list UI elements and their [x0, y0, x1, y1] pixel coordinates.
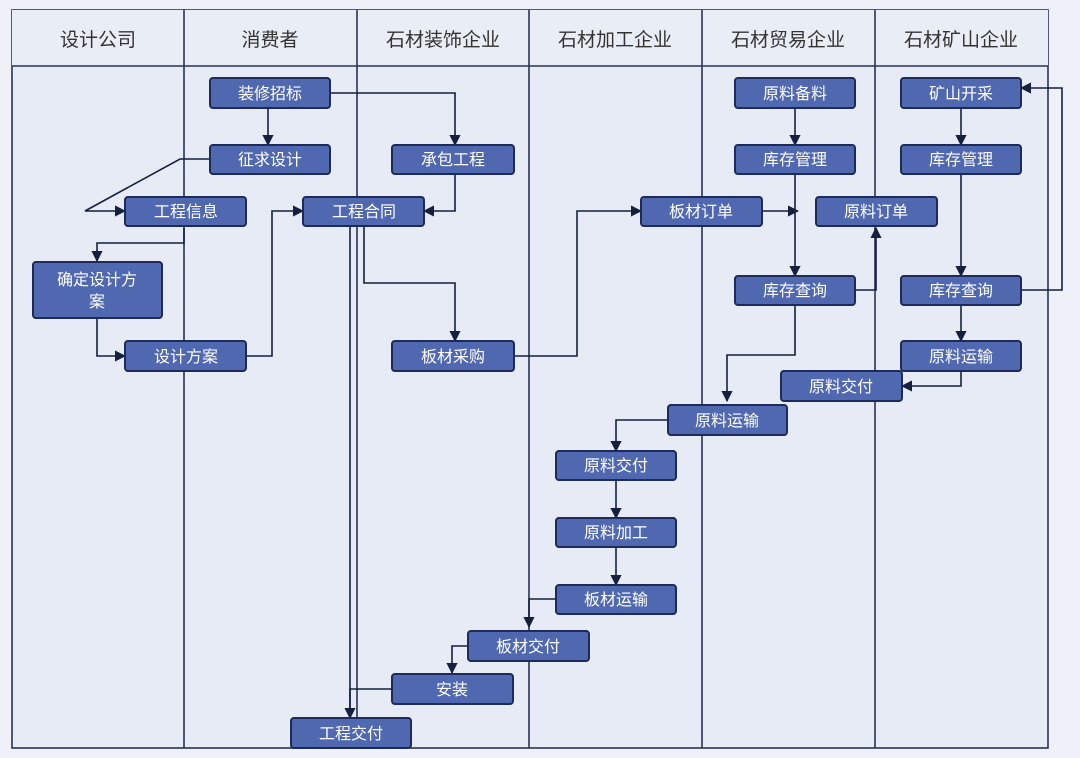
edge — [446, 645, 468, 675]
node-label: 库存管理 — [929, 150, 993, 169]
lane-title-trade: 石材贸易企业 — [731, 29, 845, 51]
node-contract[interactable]: 工程合同 — [302, 196, 425, 227]
node-raw-ship-trade[interactable]: 原料运输 — [667, 404, 788, 436]
node-label: 承包工程 — [421, 150, 485, 169]
node-label: 工程合同 — [332, 202, 396, 221]
lane-title-mine: 石材矿山企业 — [904, 29, 1018, 51]
node-label: 原料加工 — [584, 523, 648, 542]
edge — [523, 598, 556, 629]
node-label: 库存查询 — [763, 281, 827, 300]
edge — [91, 228, 185, 263]
node-label: 原料交付 — [809, 377, 873, 396]
node-label: 板材运输 — [584, 590, 648, 609]
lane-title-design: 设计公司 — [60, 29, 136, 51]
edge — [422, 174, 456, 217]
node-inv-query-trade[interactable]: 库存查询 — [734, 275, 856, 306]
node-label: 原料运输 — [929, 347, 993, 366]
node-label: 安装 — [436, 680, 468, 699]
node-slab-ship[interactable]: 板材运输 — [555, 584, 677, 615]
node-label: 板材订单 — [669, 202, 733, 221]
node-inv-query-mine[interactable]: 库存查询 — [900, 275, 1022, 306]
node-label: 原料交付 — [584, 456, 648, 475]
edge — [721, 305, 796, 403]
node-label: 板材交付 — [496, 637, 560, 656]
node-info[interactable]: 工程信息 — [124, 196, 247, 227]
node-bid[interactable]: 装修招标 — [209, 77, 331, 109]
edge — [246, 205, 305, 357]
node-label: 库存查询 — [929, 281, 993, 300]
node-label: 原料运输 — [695, 411, 759, 430]
node-raw-deliver-trade[interactable]: 原料交付 — [780, 370, 903, 402]
edge — [84, 158, 210, 217]
node-install[interactable]: 安装 — [391, 673, 514, 705]
node-plan[interactable]: 设计方案 — [124, 340, 247, 372]
node-raw-ship-mine[interactable]: 原料运输 — [900, 340, 1022, 372]
node-inv-mgmt-mine[interactable]: 库存管理 — [900, 144, 1022, 175]
node-raw-order[interactable]: 原料订单 — [815, 196, 938, 227]
node-confirm[interactable]: 确定设计方 案 — [32, 261, 163, 319]
node-label: 原料备料 — [763, 84, 827, 103]
lane-title-process: 石材加工企业 — [558, 29, 672, 51]
lane-title-consumer: 消费者 — [241, 29, 298, 51]
edge — [330, 92, 461, 147]
node-label: 原料订单 — [844, 202, 908, 221]
node-label: 装修招标 — [238, 84, 302, 103]
lane-title-decor: 石材装饰企业 — [386, 29, 500, 51]
node-slab-deliver[interactable]: 板材交付 — [467, 630, 590, 662]
node-label: 工程交付 — [319, 724, 383, 743]
edge — [514, 205, 643, 357]
node-label: 库存管理 — [763, 150, 827, 169]
node-raw-prep[interactable]: 原料备料 — [734, 77, 856, 109]
edge — [900, 371, 962, 392]
node-label: 板材采购 — [421, 347, 485, 366]
node-mining[interactable]: 矿山开采 — [900, 77, 1022, 109]
node-label: 设计方案 — [154, 347, 218, 366]
header-band — [12, 10, 1048, 66]
node-raw-deliver-process[interactable]: 原料交付 — [555, 450, 677, 481]
node-label: 确定设计方 — [57, 270, 137, 289]
edge — [96, 318, 127, 362]
node-slab-order[interactable]: 板材订单 — [640, 196, 763, 227]
node-slab-purchase[interactable]: 板材采购 — [391, 340, 515, 372]
node-project-deliver[interactable]: 工程交付 — [290, 717, 412, 749]
node-contract-work[interactable]: 承包工程 — [391, 144, 515, 175]
node-label: 矿山开采 — [929, 84, 993, 103]
node-inv-mgmt-trade[interactable]: 库存管理 — [734, 144, 856, 175]
node-solicit[interactable]: 征求设计 — [209, 144, 331, 175]
edges — [84, 82, 1063, 720]
edge — [1019, 82, 1063, 291]
edge — [363, 226, 461, 343]
edge — [610, 419, 668, 453]
node-label: 案 — [89, 292, 105, 311]
node-label: 征求设计 — [238, 150, 302, 169]
node-label: 工程信息 — [154, 202, 218, 221]
edge — [855, 226, 882, 291]
node-raw-process[interactable]: 原料加工 — [555, 517, 677, 548]
